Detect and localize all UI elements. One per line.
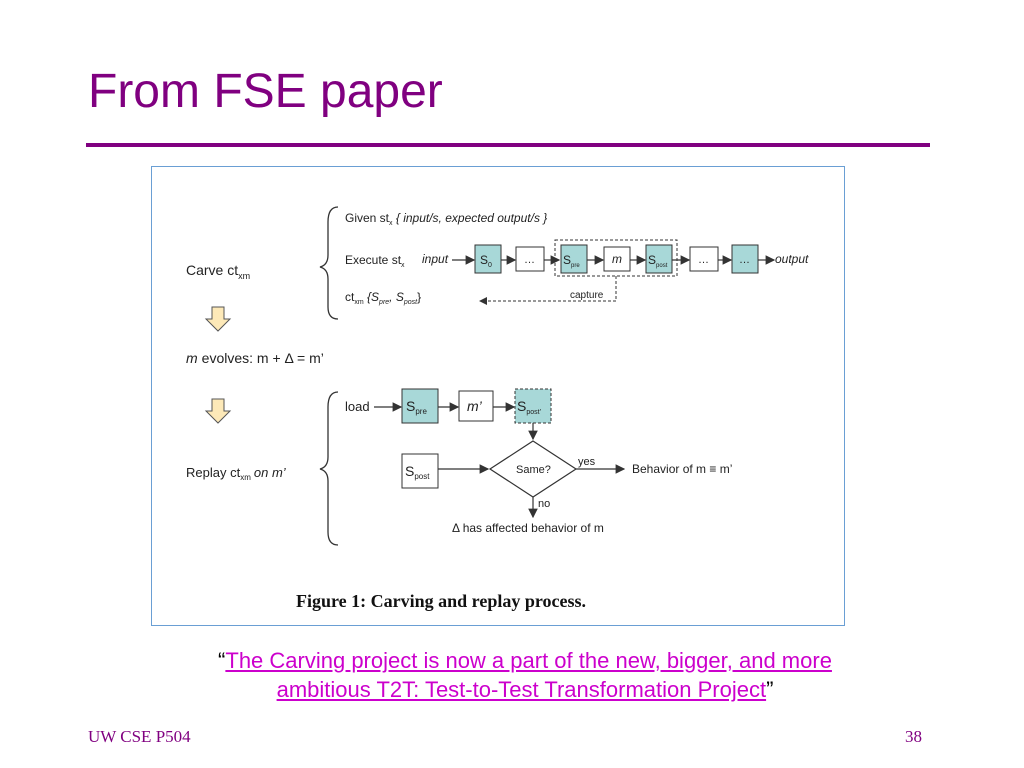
svg-text:Spost: Spost [405, 463, 430, 481]
svg-text:S0: S0 [480, 253, 492, 269]
page-number: 38 [905, 727, 922, 746]
svg-text:Spre: Spre [563, 253, 580, 269]
svg-text:Same?: Same? [516, 464, 551, 476]
footer-course: UW CSE P504 [88, 727, 191, 746]
figure-caption: Figure 1: Carving and replay process. [296, 591, 586, 611]
box-ellipsis-3 [731, 244, 759, 274]
output-label: output [775, 252, 809, 266]
svg-text:m: m [612, 252, 622, 266]
svg-text:…: … [524, 254, 535, 266]
quote-block: “The Carving project is now a part of th… [150, 646, 900, 704]
ct-line: ctxm {Spre, Spost} [345, 290, 421, 306]
svg-text:Spre: Spre [406, 398, 427, 416]
box-spre-replay [401, 388, 439, 424]
title-divider [86, 143, 930, 147]
behavior-text: Behavior of m ≡ m’ [632, 462, 732, 476]
yes-label: yes [578, 456, 596, 468]
carve-brace [319, 206, 339, 320]
box-ellipsis-1 [515, 246, 545, 272]
box-spost-prime [514, 388, 552, 424]
capture-label: capture [570, 290, 604, 301]
down-arrow-2 [204, 398, 232, 424]
quote-open: “ [218, 648, 226, 673]
input-label: input [422, 252, 449, 266]
box-spost [645, 244, 673, 274]
capture-region [554, 239, 678, 277]
box-spre [560, 244, 588, 274]
svg-text:Spost: Spost [648, 253, 668, 269]
t2t-project-link[interactable]: The Carving project is now a part of the… [225, 648, 832, 702]
given-line: Given stx { input/s, expected output/s } [345, 211, 547, 227]
svg-text:…: … [698, 254, 709, 266]
box-m [603, 246, 631, 272]
svg-text:Spost’: Spost’ [517, 398, 542, 416]
affected-text: Δ has affected behavior of m [452, 521, 604, 535]
load-label: load [345, 399, 370, 414]
box-m-prime [458, 390, 494, 422]
box-s0 [474, 244, 502, 274]
box-ellipsis-2 [689, 246, 719, 272]
figure-carving-replay: Carve ctxm Given stx { input/s, expected… [151, 166, 845, 626]
replay-brace [319, 391, 339, 546]
slide-title: From FSE paper [88, 65, 443, 118]
down-arrow-1 [204, 306, 232, 332]
no-label: no [538, 498, 550, 510]
execute-label: Execute stx [345, 253, 405, 269]
carve-label: Carve ctxm [186, 262, 250, 281]
svg-text:m’: m’ [467, 398, 483, 414]
svg-text:…: … [739, 254, 750, 266]
quote-close: ” [766, 677, 774, 702]
box-spost-left [401, 453, 439, 489]
